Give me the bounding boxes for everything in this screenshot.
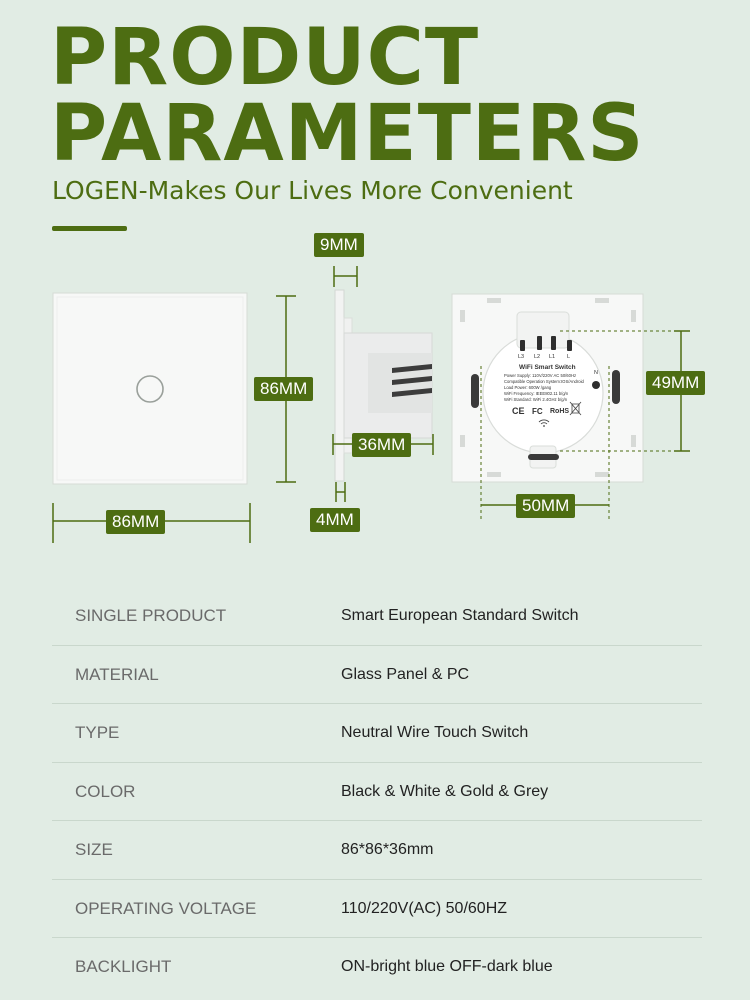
spec-label: BACKLIGHT [75, 957, 172, 976]
spec-value: 110/220V(AC) 50/60HZ [341, 899, 508, 917]
side-glass-plate [334, 289, 345, 482]
depth-body-label: 36MM [352, 433, 412, 457]
module-spec-line-3: Load Power: 600W /gang [504, 385, 552, 390]
box-height-label: 49MM [646, 371, 706, 395]
spec-value: ON-bright blue OFF-dark blue [341, 958, 553, 975]
front-panel-view [52, 292, 296, 543]
module-spec-line-4: WiFi Frequency: IEEE802.11 b/g/n [504, 391, 569, 396]
module-spec-line-5: WiFi Standard: WiFi 2.4GHz b/g/n [504, 397, 568, 402]
spec-value: Black & White & Gold & Grey [341, 782, 549, 800]
depth-bottom-dimension-line [335, 482, 346, 502]
dimension-diagram: L3 L2 L1 L N WiFi Smart Switch Power Sup… [52, 266, 690, 543]
spec-row: BACKLIGHT ON-bright blue OFF-dark blue [52, 938, 702, 996]
spec-row: SIZE 86*86*36mm [52, 821, 702, 880]
back-view: L3 L2 L1 L N WiFi Smart Switch Power Sup… [451, 293, 690, 520]
terminal-holes [520, 336, 572, 351]
weee-bin-icon [569, 401, 582, 416]
terminal-label-l2: L2 [534, 354, 540, 360]
spec-row: MATERIAL Glass Panel & PC [52, 646, 702, 704]
spec-label: SIZE [75, 840, 113, 859]
mounting-slot-left [471, 374, 479, 408]
spec-label: MATERIAL [75, 664, 159, 684]
terminal-label-n: N [594, 370, 598, 376]
spec-row: COLOR Black & White & Gold & Grey [52, 763, 702, 821]
side-profile-view [332, 266, 434, 502]
ce-mark-icon: CE [512, 406, 525, 416]
spec-label: OPERATING VOLTAGE [75, 898, 257, 918]
spec-label: COLOR [75, 781, 136, 801]
spec-label: TYPE [75, 723, 120, 742]
depth-bottom-label: 4MM [310, 508, 360, 532]
page-subtitle: LOGEN-Makes Our Lives More Convenient [52, 176, 573, 205]
glass-panel [52, 292, 248, 485]
spec-table: SINGLE PRODUCT Smart European Standard S… [52, 587, 702, 996]
rohs-mark-icon: RoHS [550, 408, 569, 415]
terminal-label-l3: L3 [518, 354, 524, 360]
spec-row: SINGLE PRODUCT Smart European Standard S… [52, 587, 702, 646]
box-width-label: 50MM [516, 494, 576, 518]
module-spec-line-1: Power Supply: 110V/220V AC 50/60Hz [504, 373, 576, 378]
touch-button-icon [136, 375, 164, 403]
accent-bar [52, 226, 127, 231]
terminal-n-hole [592, 381, 600, 389]
depth-top-label: 9MM [314, 233, 364, 257]
module-spec-line-2: Compatible Operation System:IOS/Android [504, 379, 585, 384]
back-dimension-guides [480, 330, 681, 520]
spec-row: OPERATING VOLTAGE 110/220V(AC) 50/60HZ [52, 880, 702, 938]
depth-top-dimension-line [333, 266, 358, 287]
panel-height-label: 86MM [254, 377, 314, 401]
mounting-slot-right [612, 370, 620, 404]
spec-label: SINGLE PRODUCT [75, 606, 227, 625]
module-product-name: WiFi Smart Switch [519, 364, 576, 371]
side-pins [392, 364, 432, 397]
wifi-icon [538, 419, 550, 425]
page-title-line-2: PARAMETERS [50, 89, 645, 179]
panel-width-label: 86MM [106, 510, 166, 534]
spec-value: Smart European Standard Switch [341, 607, 579, 624]
spec-value: Neutral Wire Touch Switch [341, 724, 529, 741]
terminal-label-l: L [567, 354, 570, 360]
page-title-line-1: PRODUCT [50, 13, 480, 103]
spec-value: Glass Panel & PC [341, 665, 470, 683]
spec-row: TYPE Neutral Wire Touch Switch [52, 704, 702, 763]
terminal-label-l1: L1 [549, 354, 555, 360]
fcc-mark-icon: FC [532, 407, 543, 416]
spec-value: 86*86*36mm [341, 841, 434, 858]
